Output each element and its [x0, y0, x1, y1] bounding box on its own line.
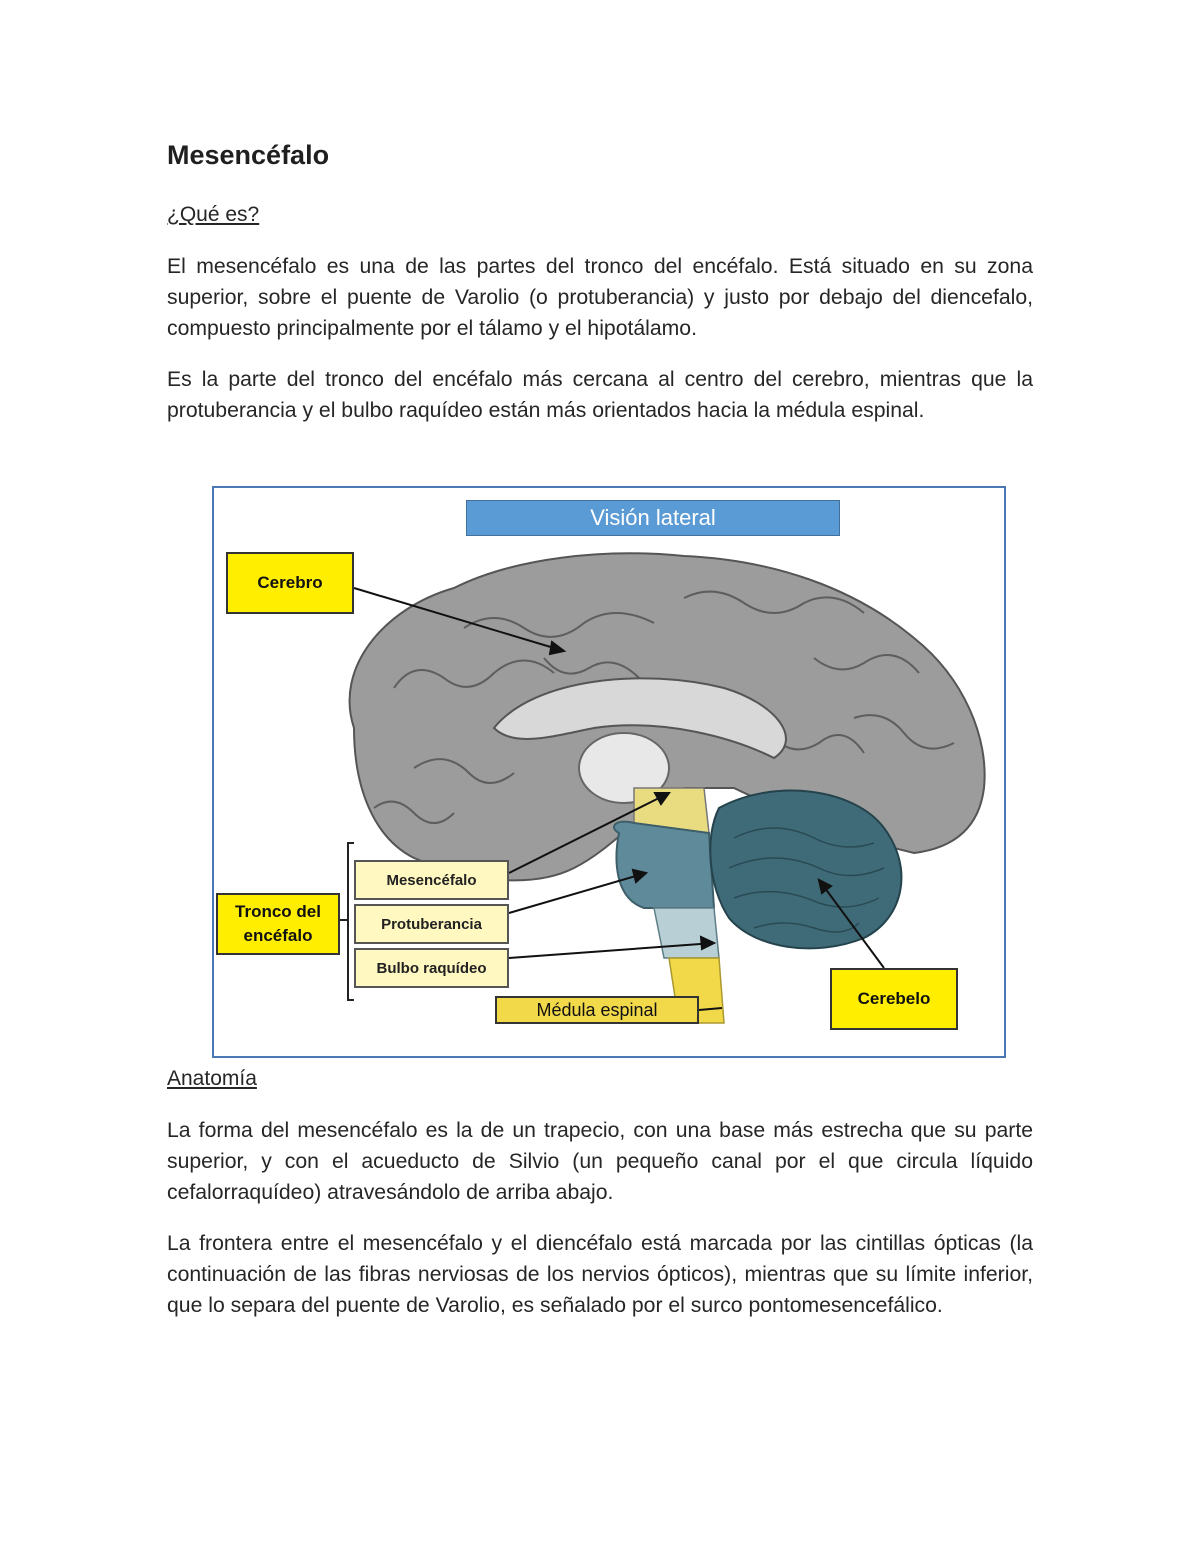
gyri-folds — [373, 590, 955, 824]
page-title: Mesencéfalo — [167, 140, 330, 170]
label-bulbo-raquideo: Bulbo raquídeo — [354, 948, 509, 988]
corpus-callosum — [492, 677, 787, 760]
figure-header-vision-lateral: Visión lateral — [466, 500, 840, 536]
label-protuberancia: Protuberancia — [354, 904, 509, 944]
paragraph-4: La frontera entre el mesencéfalo y el di… — [167, 1232, 1033, 1317]
pons-shape — [613, 820, 716, 909]
label-cerebelo: Cerebelo — [830, 968, 958, 1030]
cerebellum-folia — [728, 827, 885, 933]
thalamus — [578, 732, 670, 804]
label-cerebro: Cerebro — [226, 552, 354, 614]
section-heading-que-es: ¿Qué es? — [167, 203, 260, 226]
brain-lateral-view-figure: Visión lateral Cerebro Tronco del encéfa… — [212, 486, 1006, 1058]
section-heading-anatomia: Anatomía — [167, 1067, 257, 1090]
pointer-arrows — [353, 587, 885, 1011]
paragraph-1: El mesencéfalo es una de las partes del … — [167, 255, 1033, 340]
paragraph-2: Es la parte del tronco del encéfalo más … — [167, 368, 1033, 422]
label-tronco-line1: Tronco del — [235, 902, 321, 921]
label-medula-espinal: Médula espinal — [495, 996, 699, 1024]
medulla-shape — [653, 907, 720, 959]
brain-illustration — [339, 552, 986, 1024]
label-tronco-del-encefalo: Tronco del encéfalo — [216, 893, 340, 955]
brainstem-bracket — [347, 842, 354, 1001]
label-mesencefalo: Mesencéfalo — [354, 860, 509, 900]
paragraph-3: La forma del mesencéfalo es la de un tra… — [167, 1119, 1033, 1204]
label-tronco-line2: encéfalo — [243, 926, 313, 945]
